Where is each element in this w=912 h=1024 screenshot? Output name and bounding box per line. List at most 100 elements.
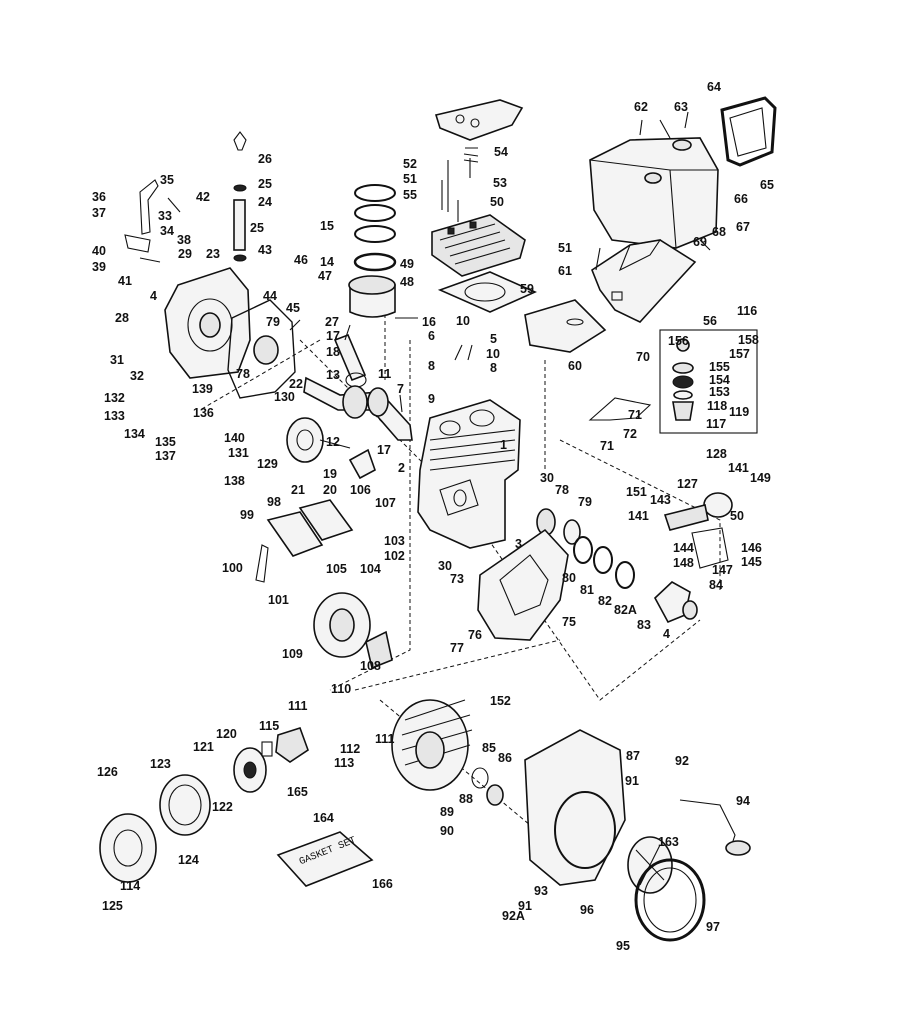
label-154: 154 xyxy=(709,373,730,387)
label-138: 138 xyxy=(224,474,245,488)
label-122: 122 xyxy=(212,800,233,814)
breather-assembly-98 xyxy=(255,499,354,583)
label-128: 128 xyxy=(706,447,727,461)
label-90: 90 xyxy=(440,824,454,838)
flywheel-152 xyxy=(391,699,473,791)
label-148: 148 xyxy=(673,556,694,570)
label-112: 112 xyxy=(340,742,361,756)
flywheel-washer-85 xyxy=(471,767,504,806)
label-6: 6 xyxy=(428,329,435,343)
label-139: 139 xyxy=(192,382,213,396)
label-118: 118 xyxy=(707,399,728,413)
label-114: 114 xyxy=(120,879,141,893)
label-109: 109 xyxy=(282,647,303,661)
label-106: 106 xyxy=(350,483,371,497)
label-11: 11 xyxy=(378,367,392,381)
label-8: 8 xyxy=(428,359,435,373)
label-53: 53 xyxy=(493,176,507,190)
label-40: 40 xyxy=(92,244,106,258)
label-41: 41 xyxy=(118,274,132,288)
label-75: 75 xyxy=(562,615,576,629)
label-38: 38 xyxy=(177,233,191,247)
label-163: 163 xyxy=(658,835,679,849)
label-102: 102 xyxy=(384,549,405,563)
label-43: 43 xyxy=(258,243,272,257)
label-34: 34 xyxy=(160,224,174,238)
governor-linkage xyxy=(124,179,181,263)
gasket-set-166 xyxy=(276,831,374,887)
label-10: 10 xyxy=(486,347,500,361)
label-141: 141 xyxy=(728,461,749,475)
label-59: 59 xyxy=(520,282,534,296)
label-97: 97 xyxy=(706,920,720,934)
label-21: 21 xyxy=(291,483,305,497)
label-60: 60 xyxy=(568,359,582,373)
label-107: 107 xyxy=(375,496,396,510)
label-5: 5 xyxy=(490,332,497,346)
label-13: 13 xyxy=(326,368,340,382)
fuel-tank-62 xyxy=(589,137,719,249)
label-4: 4 xyxy=(663,627,670,641)
label-151: 151 xyxy=(626,485,647,499)
head-bolts-50-53 xyxy=(441,147,479,222)
label-39: 39 xyxy=(92,260,106,274)
label-111: 111 xyxy=(288,699,308,713)
label-147: 147 xyxy=(712,563,733,577)
label-135: 135 xyxy=(155,435,176,449)
label-83: 83 xyxy=(637,618,651,632)
label-91: 91 xyxy=(625,774,639,788)
label-104: 104 xyxy=(360,562,381,576)
label-71: 71 xyxy=(600,439,614,453)
label-152: 152 xyxy=(490,694,511,708)
rotating-screen-96 xyxy=(627,836,673,894)
label-72: 72 xyxy=(623,427,637,441)
label-14: 14 xyxy=(320,255,334,269)
label-134: 134 xyxy=(124,427,145,441)
piston-14 xyxy=(348,275,396,318)
label-19: 19 xyxy=(323,467,337,481)
label-69: 69 xyxy=(693,235,707,249)
label-79: 79 xyxy=(578,495,592,509)
label-78: 78 xyxy=(236,367,250,381)
label-121: 121 xyxy=(193,740,214,754)
label-16: 16 xyxy=(422,315,436,329)
label-116: 116 xyxy=(737,304,758,318)
label-124: 124 xyxy=(178,853,199,867)
label-77: 77 xyxy=(450,641,464,655)
label-20: 20 xyxy=(323,483,337,497)
label-117: 117 xyxy=(706,417,727,431)
label-56: 56 xyxy=(703,314,717,328)
cylinder-shroud-54 xyxy=(434,99,524,141)
cam-gear-21 xyxy=(286,417,351,463)
label-29: 29 xyxy=(178,247,192,261)
piston-rings-15 xyxy=(353,184,397,272)
bearing-plate-83 xyxy=(654,581,698,624)
label-84: 84 xyxy=(709,578,723,592)
label-133: 133 xyxy=(104,409,125,423)
cylinder-head-49 xyxy=(431,214,526,277)
label-71: 71 xyxy=(628,408,642,422)
cover-gasket-27 xyxy=(227,299,296,399)
label-15: 15 xyxy=(320,219,334,233)
label-92: 92 xyxy=(675,754,689,768)
label-8: 8 xyxy=(490,361,497,375)
label-47: 47 xyxy=(318,269,332,283)
label-17: 17 xyxy=(377,443,391,457)
label-50: 50 xyxy=(490,195,504,209)
spring-assembly-115 xyxy=(261,727,309,763)
label-153: 153 xyxy=(709,385,730,399)
oil-fill-tube-24 xyxy=(233,131,247,262)
label-44: 44 xyxy=(263,289,277,303)
label-81: 81 xyxy=(580,583,594,597)
blower-housing-87 xyxy=(524,729,626,886)
governor-air-vane-94 xyxy=(679,799,751,856)
label-54: 54 xyxy=(494,145,508,159)
label-146: 146 xyxy=(741,541,762,555)
label-91: 91 xyxy=(518,899,532,913)
label-131: 131 xyxy=(228,446,249,460)
label-137: 137 xyxy=(155,449,176,463)
label-166: 166 xyxy=(372,877,393,891)
label-157: 157 xyxy=(729,347,750,361)
label-113: 113 xyxy=(334,756,355,770)
